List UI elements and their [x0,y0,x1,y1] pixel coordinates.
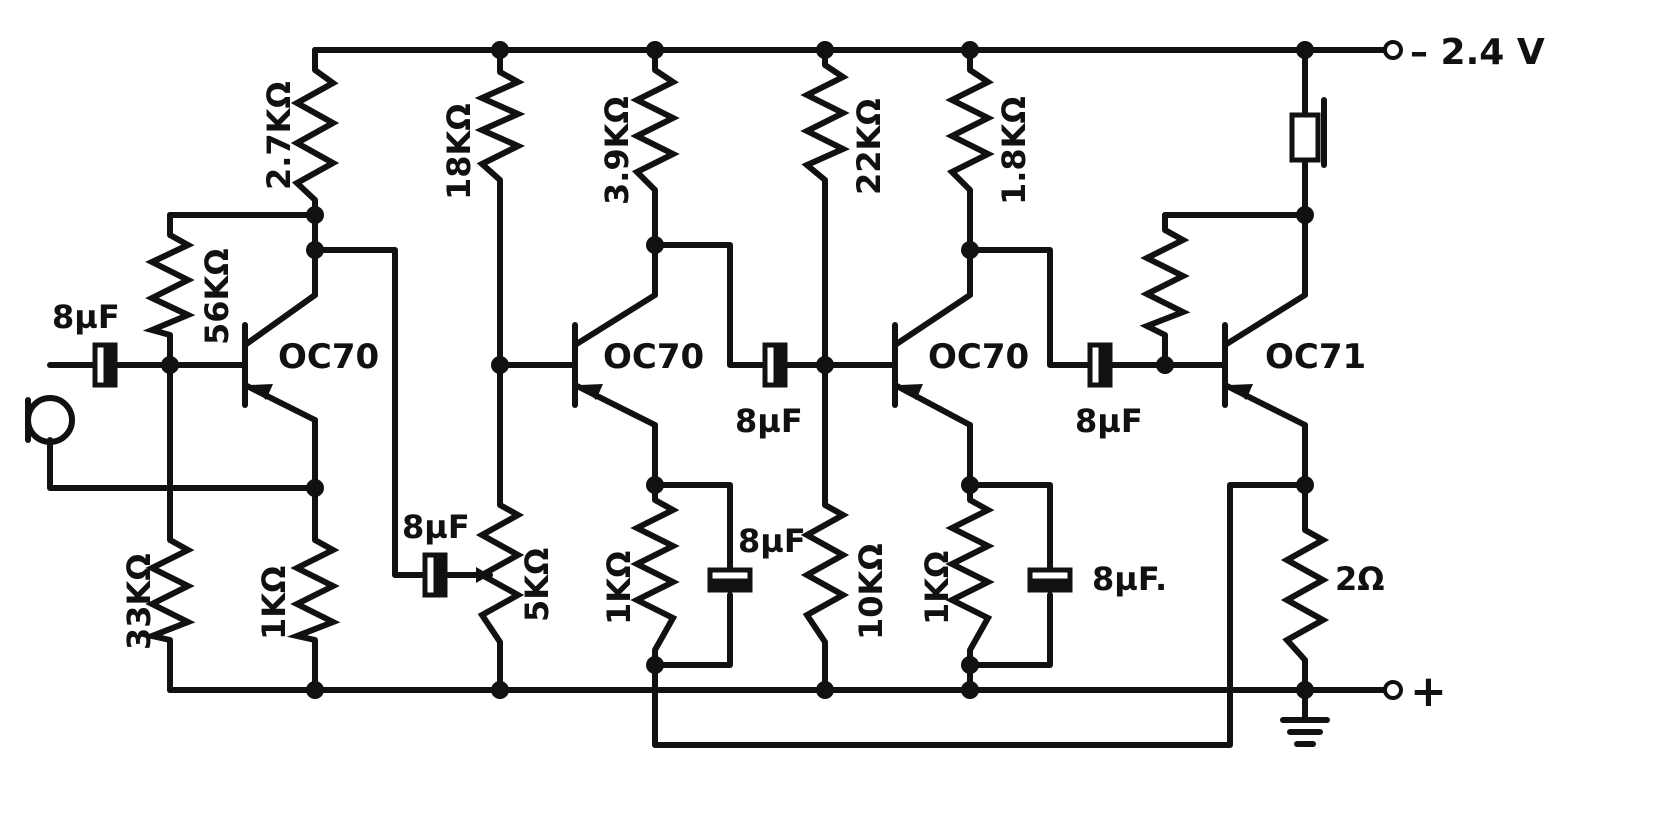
resistor-label: 56KΩ [198,248,236,345]
capacitor-c2 [422,552,448,598]
resistor-label: 18KΩ [440,103,478,200]
resistor-label: 3.9KΩ [598,96,636,205]
transistor-q2 [572,292,658,428]
potentiometer-wiper [476,567,490,583]
transistor-q3 [892,292,973,428]
resistor-label: 10KΩ [852,543,890,640]
capacitor-c4 [707,567,753,593]
resistor-r4 [286,537,341,643]
negative-supply-label: – 2.4 V [1410,32,1545,73]
capacitor-label: 8µF. [1092,560,1167,598]
resistor-r1 [290,67,340,203]
capacitor-label: 8µF [52,298,120,336]
resistor-label: 5KΩ [518,548,556,622]
wiring [47,47,1388,748]
resistor-label: 2Ω [1335,560,1384,598]
resistor-r7 [630,67,680,193]
capacitor-label: 8µF [738,522,806,560]
transistor-symbols [242,292,1308,428]
component-labels: – 2.4 V + 2.7KΩ 56KΩ 33KΩ 1KΩ 18KΩ 5KΩ 3… [52,32,1545,717]
earphone-icon [1289,97,1327,168]
capacitor-c1 [92,342,118,388]
resistor-r11 [945,67,995,193]
capacitor-label: 8µF [1075,402,1143,440]
resistor-feedback [1139,227,1191,338]
transistor-label: OC70 [278,337,379,377]
resistor-r2 [142,232,196,338]
resistor-label: 1KΩ [600,551,638,625]
resistor-r12 [945,497,995,652]
transistor-label: OC71 [1265,337,1366,377]
capacitor-c5 [1087,342,1113,388]
capacitor-label: 8µF [735,402,803,440]
resistor-r6 [475,502,525,644]
resistor-r10 [800,502,850,644]
positive-supply-label: + [1410,666,1447,717]
resistor-label: 33KΩ [120,553,158,650]
transistor-q4 [1222,292,1308,428]
ground-icon [1280,717,1330,747]
transistor-q1 [242,292,318,423]
transistor-label: OC70 [603,337,704,377]
resistor-r3 [141,537,196,643]
capacitor-label: 8µF [402,508,470,546]
resistor-symbols [141,62,1330,663]
resistor-r13 [1280,527,1330,663]
junction-dots [161,41,1314,699]
resistor-r8 [630,497,680,652]
capacitor-c6 [1027,567,1073,593]
capacitor-symbols [92,342,1113,598]
resistor-label: 1.8KΩ [995,96,1033,205]
resistor-label: 2.7KΩ [260,81,298,190]
capacitor-c3 [762,342,788,388]
resistor-label: 22KΩ [850,98,888,195]
resistor-r5 [474,69,526,183]
resistor-label: 1KΩ [918,551,956,625]
resistor-r9 [800,62,851,183]
supply-terminals [1383,40,1403,700]
transistor-label: OC70 [928,337,1029,377]
resistor-label: 1KΩ [255,566,293,640]
microphone-icon [25,395,75,445]
negative-terminal [1383,40,1403,60]
positive-terminal [1383,680,1403,700]
